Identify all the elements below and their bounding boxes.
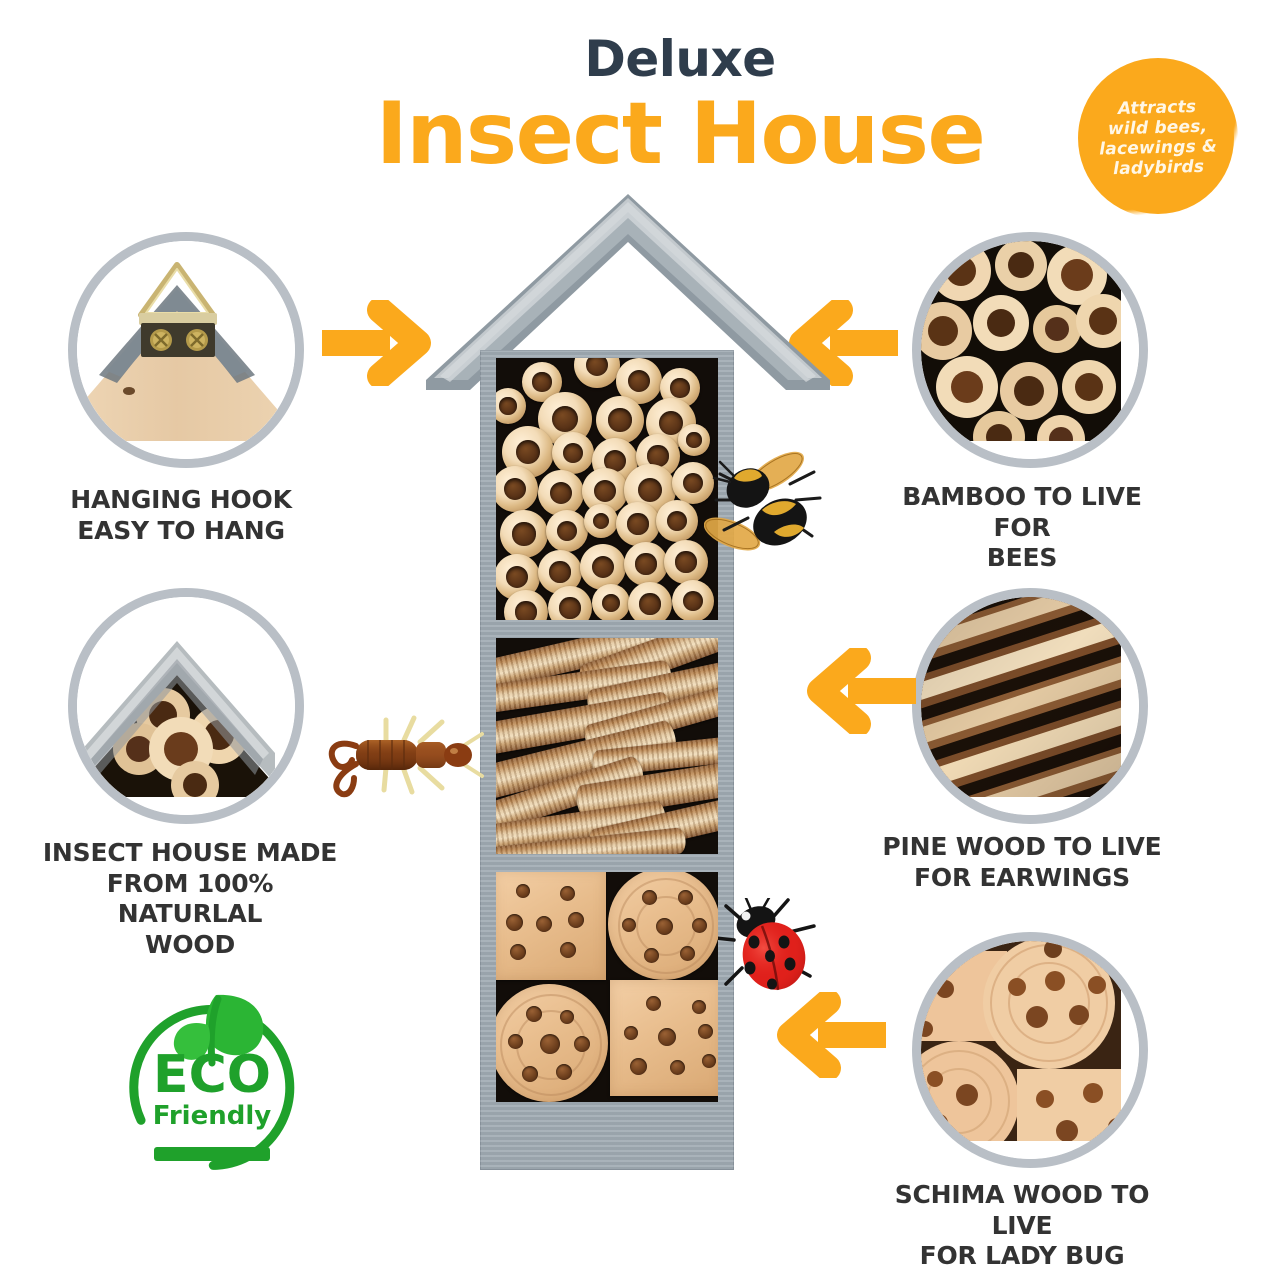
arrow-to-pine	[800, 645, 920, 739]
title-eyebrow: Deluxe	[584, 30, 776, 88]
attracts-badge-text: Attracts wild bees, lacewings & ladybird…	[1099, 96, 1218, 180]
schima-block-square-tl	[496, 872, 606, 980]
bamboo-compartment	[496, 358, 718, 620]
inset-hanging-hook-photo	[77, 241, 295, 459]
ladybird-illustration	[714, 894, 828, 1004]
eco-leaf-circle-icon	[129, 994, 295, 1170]
arrow-to-hook	[318, 297, 438, 391]
schima-block-round-bl	[496, 984, 608, 1102]
inset-pine-wood	[912, 588, 1148, 824]
arrow-to-bamboo	[782, 297, 902, 391]
roof-wood-illustration	[77, 597, 277, 809]
eco-sub: Friendly	[152, 1101, 272, 1131]
inset-schima-wood-photo	[921, 941, 1139, 1159]
bamboo-tubes-illustration	[921, 241, 1130, 459]
caption-natural-wood: INSECT HOUSE MADE FROM 100% NATURLAL WOO…	[42, 838, 338, 959]
inset-natural-wood	[68, 588, 304, 824]
earwig-illustration	[324, 706, 484, 802]
attracts-badge: Attracts wild bees, lacewings & ladybird…	[1078, 58, 1238, 218]
eco-friendly-badge: ECO Friendly	[112, 985, 312, 1180]
inset-pine-wood-photo	[921, 597, 1139, 815]
caption-hanging-hook: HANGING HOOK EASY TO HANG	[70, 485, 292, 545]
inset-bamboo	[912, 232, 1148, 468]
schima-block-round-tr	[608, 872, 718, 980]
pine-wood-illustration	[921, 597, 1139, 815]
inset-natural-wood-photo	[77, 597, 295, 815]
schima-compartment	[496, 872, 718, 1102]
eco-badge-text: ECO Friendly	[112, 1049, 312, 1129]
caption-pine-wood: PINE WOOD TO LIVE FOR EARWINGS	[882, 832, 1162, 892]
inset-schima-wood	[912, 932, 1148, 1168]
schima-block-square-br	[610, 980, 718, 1096]
schima-wood-illustration	[921, 941, 1129, 1159]
hanging-hook-illustration	[77, 241, 277, 441]
bumblebee-illustration	[703, 438, 824, 566]
pine-compartment	[496, 638, 718, 854]
caption-schima-wood: SCHIMA WOOD TO LIVE FOR LADY BUG	[894, 1180, 1150, 1270]
page-title: Deluxe Insect House	[300, 34, 1060, 181]
arrow-to-schima	[770, 989, 890, 1083]
title-main: Insect House	[375, 84, 986, 184]
inset-hanging-hook	[68, 232, 304, 468]
insect-house-product	[418, 190, 838, 1170]
eco-word: ECO	[153, 1045, 271, 1105]
caption-bamboo: BAMBOO TO LIVE FOR BEES	[902, 482, 1142, 572]
inset-bamboo-photo	[921, 241, 1139, 459]
house-frame	[480, 350, 734, 1170]
